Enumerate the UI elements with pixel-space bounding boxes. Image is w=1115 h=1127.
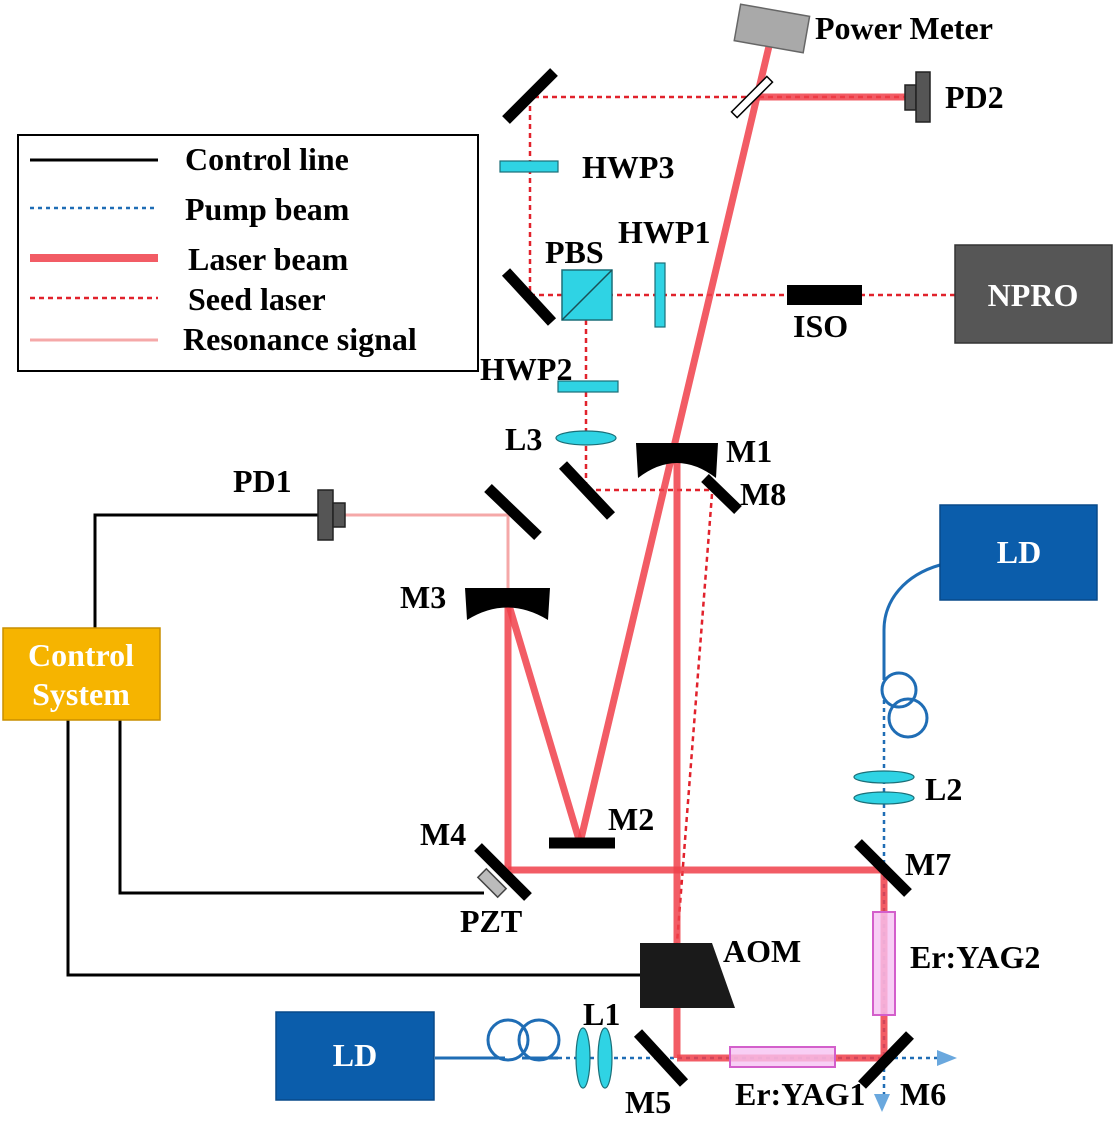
- pump-arrow-right: [937, 1050, 957, 1066]
- m7-label: M7: [905, 846, 951, 882]
- legend-pump-beam-label: Pump beam: [185, 191, 350, 227]
- pd2-detector: [904, 71, 931, 123]
- mirror-m8: [701, 474, 742, 514]
- pbs-label: PBS: [545, 234, 604, 270]
- m3-label: M3: [400, 579, 446, 615]
- laser-beam-m2-to-power-meter: [576, 41, 774, 844]
- power-meter-label: Power Meter: [815, 10, 993, 46]
- pbs-cube: [561, 269, 613, 321]
- mirror-seed-pbs-side: [501, 268, 557, 326]
- hwp3-waveplate: [499, 160, 559, 173]
- legend-laser-beam-label: Laser beam: [188, 241, 349, 277]
- lens-l1-b: [597, 1027, 613, 1089]
- control-system-box: [2, 627, 161, 721]
- lens-l2-a: [853, 770, 915, 784]
- fiber-top-ld: [882, 563, 941, 680]
- pzt-actuator: [476, 867, 508, 899]
- er-yag2-crystal: [872, 911, 896, 1016]
- legend: Control line Pump beam Laser beam Seed l…: [17, 134, 479, 372]
- lens-l1-a: [575, 1027, 591, 1089]
- seed-laser-pbs-to-pd2: [528, 95, 906, 297]
- legend-control-line-label: Control line: [185, 141, 349, 177]
- ld-bottom-diode: [275, 1011, 435, 1101]
- mirror-seed-fold: [558, 461, 616, 520]
- m5-label: M5: [625, 1084, 671, 1120]
- pump-arrow-down: [874, 1094, 890, 1112]
- lens-l2-b: [853, 791, 915, 805]
- seed-laser-m8-to-aom: [675, 493, 714, 944]
- m2-label: M2: [608, 801, 654, 837]
- legend-box: [17, 134, 479, 372]
- fiber-loop-top-1: [880, 671, 918, 709]
- mirror-resonance-pickoff: [484, 484, 542, 540]
- m6-label: M6: [900, 1076, 946, 1112]
- hwp3-label: HWP3: [582, 149, 674, 185]
- power-meter: [733, 3, 811, 54]
- seed-laser-pbs-to-m8: [584, 320, 712, 492]
- legend-seed-laser-label: Seed laser: [188, 281, 326, 317]
- l3-label: L3: [505, 421, 542, 457]
- fiber-loop-bottom-1: [486, 1018, 530, 1062]
- resonance-signal-path: [345, 513, 510, 592]
- pd1-detector: [317, 489, 346, 541]
- pzt-label: PZT: [460, 903, 522, 939]
- mirror-m7: [854, 839, 912, 897]
- l2-label: L2: [925, 771, 962, 807]
- fiber-loop-top-2: [887, 697, 929, 739]
- control-system-label-line1: Control: [28, 637, 134, 673]
- isolator: [787, 285, 862, 305]
- mirror-m3: [465, 588, 550, 620]
- pd2-label: PD2: [945, 79, 1004, 115]
- l1-label: L1: [583, 996, 620, 1032]
- m1-label: M1: [726, 433, 772, 469]
- hwp2-label: HWP2: [480, 351, 572, 387]
- control-line-to-pzt: [118, 720, 484, 895]
- control-system-label-line2: System: [32, 676, 130, 712]
- laser-beam-m2-to-m3: [504, 600, 584, 845]
- control-line-to-aom: [66, 720, 640, 977]
- pickoff-beam-splitter: [730, 75, 774, 119]
- mirror-m6: [858, 1031, 914, 1089]
- er-yag1-label: Er:YAG1: [735, 1076, 865, 1112]
- m4-label: M4: [420, 816, 466, 852]
- pd1-label: PD1: [233, 463, 292, 499]
- fiber-loop-bottom-2: [517, 1018, 561, 1062]
- aom-modulator: [640, 943, 735, 1008]
- legend-resonance-signal-label: Resonance signal: [183, 321, 417, 357]
- hwp2-waveplate: [557, 380, 619, 393]
- mirror-m5: [633, 1029, 689, 1087]
- lens-l3: [555, 430, 617, 446]
- hwp1-label: HWP1: [618, 214, 710, 250]
- ld-bottom-label: LD: [333, 1037, 377, 1073]
- mirror-seed-top: [502, 68, 558, 124]
- control-line-to-pd1: [93, 513, 318, 628]
- ld-top-label: LD: [997, 534, 1041, 570]
- npro-label: NPRO: [988, 277, 1079, 313]
- mirror-m4: [474, 843, 532, 901]
- er-yag2-label: Er:YAG2: [910, 939, 1040, 975]
- mirror-m1: [636, 443, 718, 478]
- er-yag1-crystal: [729, 1046, 836, 1068]
- ld-top-diode: [939, 504, 1098, 601]
- hwp1-waveplate: [654, 262, 666, 328]
- m8-label: M8: [740, 476, 786, 512]
- aom-label: AOM: [723, 933, 801, 969]
- npro-laser: [954, 244, 1113, 344]
- iso-label: ISO: [793, 308, 848, 344]
